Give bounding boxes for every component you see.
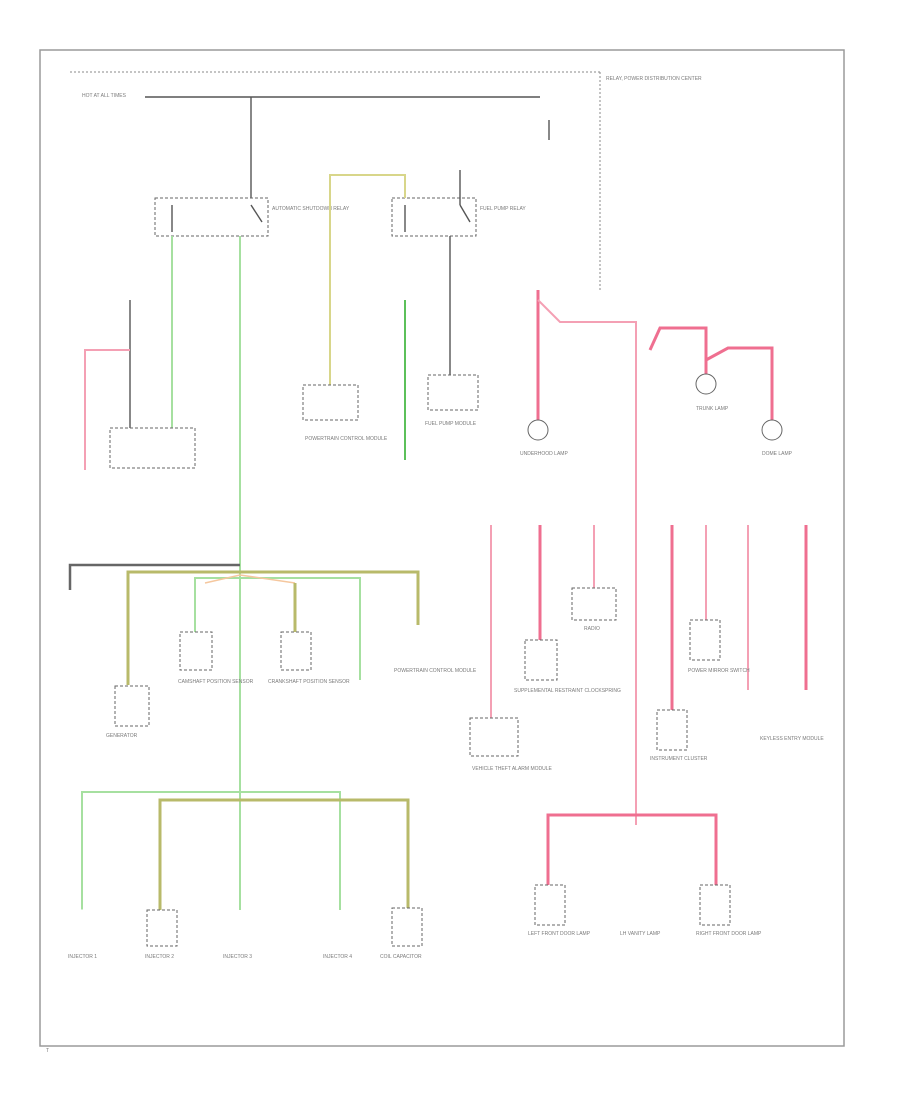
black-bus	[68, 563, 240, 590]
theft-module-label: VEHICLE THEFT ALARM MODULE	[472, 766, 552, 772]
orange-bus	[204, 574, 296, 584]
injector-2-label: INJECTOR 2	[145, 954, 174, 960]
green-bus-a	[194, 577, 361, 680]
srs-label: SUPPLEMENTAL RESTRAINT CLOCKSPRING	[514, 688, 621, 694]
lf-door-lamp-label: LEFT FRONT DOOR LAMP	[528, 931, 591, 937]
injector-3-label: INJECTOR 3	[223, 954, 252, 960]
injector-2-box	[146, 909, 178, 947]
vanity-lamp-label: LH VANITY LAMP	[620, 931, 661, 937]
generator-box	[114, 685, 150, 727]
asd-relay: AUTOMATIC SHUTDOWN RELAY	[154, 197, 350, 237]
ground-label-2: FUEL PUMP MODULE	[425, 421, 477, 427]
svg-text:FUEL PUMP RELAY: FUEL PUMP RELAY	[480, 206, 526, 212]
footer-code: T	[46, 1048, 49, 1054]
pcm-ground-box	[302, 384, 359, 421]
yellow-feed	[329, 174, 406, 385]
injector-1-label: INJECTOR 1	[68, 954, 97, 960]
crank-sensor-label: CRANKSHAFT POSITION SENSOR	[268, 679, 350, 685]
underhood-lamp-label: UNDERHOOD LAMP	[520, 451, 568, 457]
theft-module-box	[469, 717, 519, 757]
right-note-label: RELAY, POWER DISTRIBUTION CENTER	[606, 76, 702, 82]
fuel-pump-module-box	[427, 374, 479, 411]
lower-olive-bus	[158, 798, 410, 910]
mirror-switch-label: POWER MIRROR SWITCH	[688, 668, 750, 674]
pink-lamp-branch	[648, 326, 708, 378]
cam-sensor-box	[179, 631, 213, 671]
trunk-lamp	[695, 373, 717, 395]
pcm-mid-label: POWERTRAIN CONTROL MODULE	[394, 668, 477, 674]
olive-bus	[126, 570, 420, 685]
radio-box	[571, 587, 617, 621]
coil-capacitor-label: COIL CAPACITOR	[380, 954, 422, 960]
diagram-frame	[39, 49, 845, 1047]
keyless-module-label: KEYLESS ENTRY MODULE	[760, 736, 824, 742]
mirror-switch-box	[689, 619, 721, 661]
rf-door-lamp-label: RIGHT FRONT DOOR LAMP	[696, 931, 762, 937]
pink-dome-branch	[705, 346, 774, 420]
svg-text:AUTOMATIC SHUTDOWN RELAY: AUTOMATIC SHUTDOWN RELAY	[272, 206, 350, 212]
coil-capacitor-box	[391, 907, 423, 947]
pink-top-branch	[537, 299, 637, 825]
cluster-label: INSTRUMENT CLUSTER	[650, 756, 708, 762]
radio-label: RADIO	[584, 626, 600, 632]
left-connector	[109, 427, 196, 469]
injector-4-label: INJECTOR 4	[323, 954, 352, 960]
dome-lamp-label: DOME LAMP	[762, 451, 793, 457]
left-pink-branch	[84, 349, 130, 470]
ground-label-1: POWERTRAIN CONTROL MODULE	[305, 436, 388, 442]
trunk-lamp-label: TRUNK LAMP	[696, 406, 729, 412]
cluster-box	[656, 709, 688, 751]
rf-door-lamp-box	[699, 884, 731, 926]
bottom-pink-bus	[546, 813, 718, 885]
lower-green-bus	[81, 791, 341, 910]
dome-lamp	[761, 419, 783, 441]
top-bus-label: HOT AT ALL TIMES	[82, 93, 127, 99]
lf-door-lamp-box	[534, 884, 566, 926]
injector-1-box	[64, 909, 98, 949]
underhood-lamp	[527, 419, 549, 441]
fuel-pump-relay: FUEL PUMP RELAY	[391, 170, 526, 237]
cam-sensor-label: CAMSHAFT POSITION SENSOR	[178, 679, 254, 685]
srs-box	[524, 639, 558, 681]
generator-label: GENERATOR	[106, 733, 138, 739]
crank-sensor-box	[280, 631, 312, 671]
